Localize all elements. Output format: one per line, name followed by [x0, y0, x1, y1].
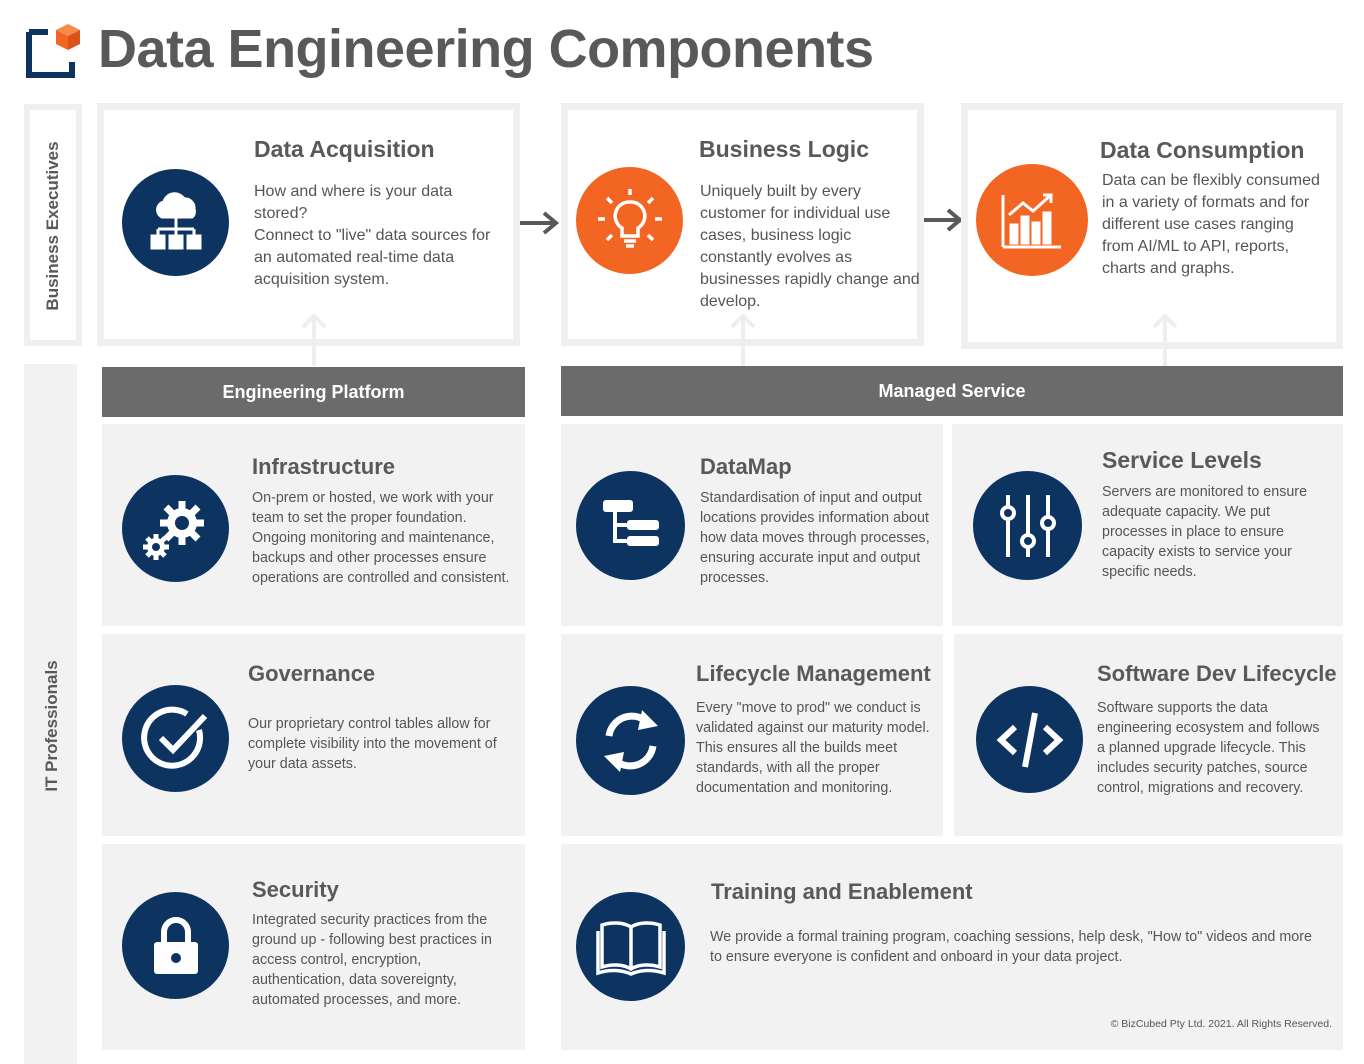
lifecycle-management-title: Lifecycle Management [696, 661, 931, 686]
arrow-up-icon [1152, 313, 1178, 366]
page-title: Data Engineering Components [98, 19, 874, 79]
security-title: Security [252, 877, 339, 902]
chart-icon [976, 164, 1088, 276]
arrow-right-icon [520, 211, 560, 235]
lifecycle-management-text: Every "move to prod" we conduct is valid… [696, 700, 930, 796]
code-icon [976, 686, 1083, 793]
lock-icon [122, 892, 229, 999]
service-levels-text: Servers are monitored to ensure adequate… [1102, 484, 1308, 580]
governance-title: Governance [248, 661, 376, 686]
engineering-platform-bar: Engineering Platform [102, 367, 525, 417]
business-executives-side [24, 104, 82, 346]
arrow-up-icon [301, 313, 327, 366]
data-consumption-title: Data Consumption [1100, 137, 1305, 163]
it-professionals-label: IT Professionals [42, 660, 61, 792]
training-enablement-text: We provide a formal training program, co… [710, 929, 1312, 965]
service-levels-title: Service Levels [1102, 447, 1262, 473]
infrastructure-text: On-prem or hosted, we work with your tea… [252, 490, 510, 586]
business-executives-label: Business Executives [43, 141, 62, 311]
datamap-text: Standardisation of input and output loca… [700, 490, 930, 586]
training-enablement-card [561, 844, 1343, 1050]
managed-service-bar: Managed Service [561, 366, 1343, 416]
it-professionals-side [24, 364, 77, 1064]
refresh-icon [576, 686, 685, 795]
datamap-title: DataMap [700, 454, 792, 479]
bizcubed-logo [26, 24, 80, 78]
software-dev-lifecycle-text: Software supports the data engineering e… [1097, 700, 1320, 796]
arrow-up-icon [730, 313, 756, 366]
data-consumption-text: Data can be flexibly consumed in a varie… [1102, 172, 1320, 277]
copyright: © BizCubed Pty Ltd. 2021. All Rights Res… [1110, 1018, 1332, 1030]
sliders-icon [973, 471, 1082, 580]
training-enablement-title: Training and Enablement [711, 879, 973, 904]
business-logic-text: Uniquely built by every customer for ind… [700, 183, 920, 310]
security-text: Integrated security practices from the g… [252, 912, 493, 1008]
check-icon [122, 685, 229, 792]
lightbulb-icon [576, 167, 683, 274]
cloud-network-icon [122, 169, 229, 276]
data-acquisition-title: Data Acquisition [254, 136, 435, 162]
book-icon [576, 892, 685, 1001]
datamap-icon [576, 471, 685, 580]
business-logic-title: Business Logic [699, 136, 869, 162]
governance-text: Our proprietary control tables allow for… [248, 716, 497, 772]
gears-icon [122, 475, 229, 582]
software-dev-lifecycle-title: Software Dev Lifecycle [1097, 661, 1337, 686]
data-acquisition-text: How and where is your data stored? Conne… [254, 183, 491, 288]
infrastructure-title: Infrastructure [252, 454, 396, 479]
arrow-right-icon [924, 208, 964, 232]
